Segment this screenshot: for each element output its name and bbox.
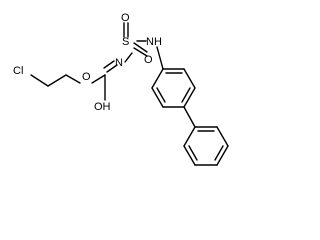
bond-s-o2-b	[133, 42, 148, 53]
bond-c1-c2	[47, 74, 67, 87]
ring2-bond-6	[183, 126, 196, 147]
molecule-diagram: Cl O N S O O NH OH	[13, 12, 229, 166]
bond-cl-c1	[30, 74, 49, 87]
atom-sulfonyl-oxygen-top: O	[121, 12, 130, 24]
ring2-inner-2	[214, 145, 224, 161]
ring1-inner-3	[156, 87, 166, 103]
atom-ester-oxygen: O	[82, 71, 91, 83]
bond-c2-o	[65, 74, 81, 84]
ring1-bond-5	[151, 87, 164, 108]
bond-c-n-double-a	[106, 64, 118, 73]
ring2-bond-2	[216, 126, 229, 147]
bond-o-c	[91, 74, 106, 84]
bond-s-o2-a	[133, 47, 148, 57]
ring1-inner-2	[181, 87, 191, 103]
bond-biaryl	[183, 106, 196, 128]
ring2-bond-5	[183, 145, 196, 166]
atom-sulfonyl-oxygen-right: O	[144, 54, 153, 66]
bond-nh-ring	[156, 46, 164, 70]
atom-amine: NH	[146, 36, 162, 48]
ring1-bond-2	[183, 68, 196, 89]
atom-imine-nitrogen: N	[115, 57, 123, 69]
atom-chlorine: Cl	[13, 65, 23, 77]
bond-c-n-double-b	[103, 60, 115, 69]
ring2-inner-3	[188, 145, 198, 161]
atom-hydroxyl: OH	[94, 101, 111, 113]
ring1-bond-6	[151, 68, 164, 89]
molecule-structure: Cl O N S O O NH OH	[13, 12, 229, 166]
bond-n-s	[124, 52, 133, 63]
atom-sulfur: S	[122, 36, 129, 48]
ring2-bond-3	[216, 145, 229, 166]
ring1-bond-3	[183, 87, 196, 108]
